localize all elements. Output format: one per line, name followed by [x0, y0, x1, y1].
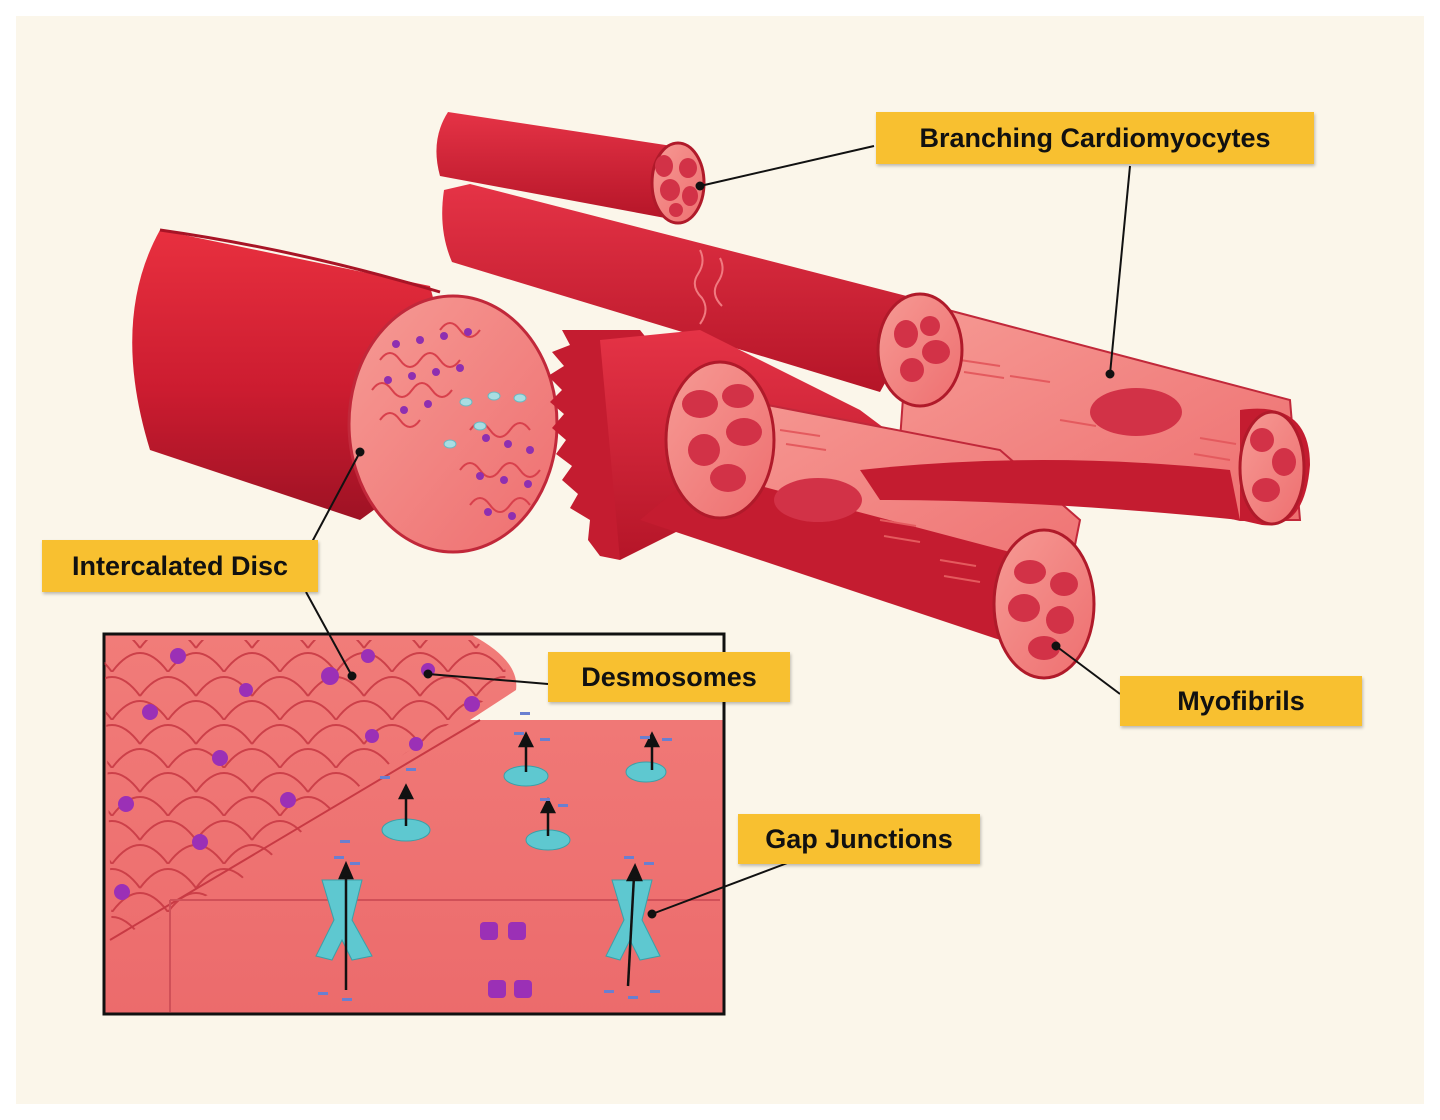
leader-lines	[305, 145, 1131, 919]
ion-flow-arrows	[338, 731, 661, 990]
nucleus	[1090, 388, 1182, 436]
desmosome-markers	[114, 648, 480, 900]
intercalated-disc-face	[347, 294, 559, 554]
myofibril	[669, 203, 683, 217]
label-gap-junctions-text: Gap Junctions	[765, 823, 953, 854]
upper-right-branch	[876, 292, 1310, 526]
lower-branch	[640, 360, 1240, 680]
nucleus	[774, 478, 862, 522]
myofibril	[1250, 428, 1274, 452]
label-branching-cardiomyocytes-text: Branching Cardiomyocytes	[919, 122, 1271, 153]
big-left-fiber	[132, 228, 559, 554]
myofibril	[1252, 478, 1280, 502]
label-myofibrils: Myofibrils	[1120, 676, 1362, 726]
label-gap-junctions: Gap Junctions	[738, 814, 980, 864]
label-intercalated-disc: Intercalated Disc	[42, 540, 318, 592]
myofibril	[655, 155, 673, 177]
top-fiber	[436, 112, 706, 225]
myofibril	[1272, 448, 1296, 476]
label-myofibrils-text: Myofibrils	[1177, 685, 1305, 716]
desmosome-junctions	[480, 922, 532, 998]
label-desmosomes-text: Desmosomes	[581, 661, 757, 692]
myofibril	[679, 158, 697, 178]
label-desmosomes: Desmosomes	[548, 652, 790, 702]
myofibril	[682, 186, 698, 206]
long-upper-fiber	[442, 184, 930, 392]
label-branching-cardiomyocytes: Branching Cardiomyocytes	[876, 112, 1314, 164]
upper-branch-cut-face	[876, 292, 964, 408]
ion-marks	[318, 712, 672, 1001]
myofibril	[660, 179, 680, 201]
label-intercalated-disc-text: Intercalated Disc	[71, 550, 289, 581]
